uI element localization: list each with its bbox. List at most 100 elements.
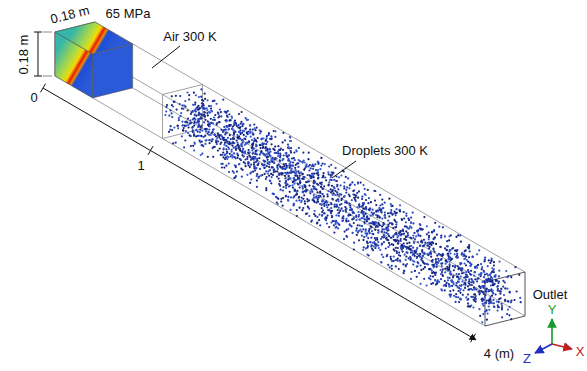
droplet xyxy=(336,180,338,182)
droplet xyxy=(363,246,365,248)
droplet xyxy=(495,274,497,276)
droplet xyxy=(208,139,210,141)
droplet xyxy=(396,233,398,235)
droplet xyxy=(198,135,200,137)
droplet xyxy=(192,104,194,106)
droplet xyxy=(231,145,233,147)
droplet xyxy=(328,181,330,183)
droplet xyxy=(239,127,241,129)
droplet xyxy=(385,232,387,234)
droplet xyxy=(308,215,310,217)
droplet xyxy=(330,211,332,213)
droplet xyxy=(358,216,360,218)
droplet xyxy=(339,210,341,212)
droplet xyxy=(493,302,495,304)
droplet xyxy=(349,209,351,211)
droplet xyxy=(317,199,319,201)
droplet xyxy=(397,260,399,262)
droplet xyxy=(321,181,323,183)
droplet xyxy=(448,239,450,241)
droplet xyxy=(426,233,428,235)
droplet xyxy=(506,288,508,290)
droplet xyxy=(421,257,423,259)
droplet xyxy=(406,236,408,238)
droplet xyxy=(203,121,205,123)
droplet xyxy=(326,202,328,204)
droplet xyxy=(346,236,348,238)
droplet xyxy=(269,180,271,182)
droplet xyxy=(179,115,181,117)
droplet xyxy=(285,180,287,182)
droplet xyxy=(237,154,239,156)
droplet xyxy=(256,180,258,182)
droplet xyxy=(342,210,344,212)
droplet xyxy=(282,167,284,169)
droplet xyxy=(447,252,449,254)
droplet xyxy=(343,196,345,198)
droplet xyxy=(293,177,295,179)
droplet xyxy=(277,153,279,155)
droplet xyxy=(393,260,395,262)
droplet xyxy=(368,230,370,232)
droplet xyxy=(303,194,305,196)
droplet xyxy=(182,124,184,126)
droplet xyxy=(373,223,375,225)
droplet xyxy=(426,225,428,227)
droplet xyxy=(239,150,241,152)
droplet xyxy=(296,209,298,211)
droplet xyxy=(198,123,200,125)
droplet xyxy=(444,289,446,291)
droplet xyxy=(277,151,279,153)
droplet xyxy=(287,196,289,198)
droplet xyxy=(412,212,414,214)
droplet xyxy=(290,147,292,149)
droplet xyxy=(441,258,443,260)
droplet xyxy=(332,172,334,174)
droplet xyxy=(297,162,299,164)
droplet xyxy=(175,142,177,144)
droplet xyxy=(395,247,397,249)
droplet xyxy=(242,123,244,125)
droplet xyxy=(392,227,394,229)
droplet xyxy=(426,245,428,247)
droplet xyxy=(222,137,224,139)
droplet xyxy=(457,268,459,270)
droplet xyxy=(195,115,197,117)
droplet xyxy=(331,185,333,187)
droplet xyxy=(198,96,200,98)
droplet xyxy=(402,230,404,232)
droplet xyxy=(499,261,501,263)
droplet xyxy=(323,212,325,214)
droplet xyxy=(172,142,174,144)
droplet xyxy=(381,218,383,220)
droplet xyxy=(497,310,499,312)
droplet xyxy=(313,194,315,196)
droplet xyxy=(331,215,333,217)
droplet xyxy=(232,142,234,144)
droplet xyxy=(203,136,205,138)
droplet xyxy=(469,306,471,308)
droplet xyxy=(379,217,381,219)
droplet xyxy=(171,95,173,97)
droplet xyxy=(211,139,213,141)
droplet xyxy=(185,121,187,123)
droplet xyxy=(251,157,253,159)
droplet xyxy=(436,283,438,285)
droplet xyxy=(409,259,411,261)
droplet xyxy=(456,276,458,278)
droplet xyxy=(310,221,312,223)
droplet xyxy=(296,150,298,152)
droplet xyxy=(504,287,506,289)
droplet xyxy=(346,186,348,188)
droplet xyxy=(316,216,318,218)
droplet xyxy=(364,188,366,190)
droplet xyxy=(223,137,225,139)
duct-edge xyxy=(55,32,485,282)
droplet xyxy=(440,237,442,239)
droplet xyxy=(377,215,379,217)
droplet xyxy=(423,216,425,218)
droplet xyxy=(285,180,287,182)
droplet xyxy=(194,122,196,124)
droplet xyxy=(354,199,356,201)
droplet xyxy=(440,278,442,280)
